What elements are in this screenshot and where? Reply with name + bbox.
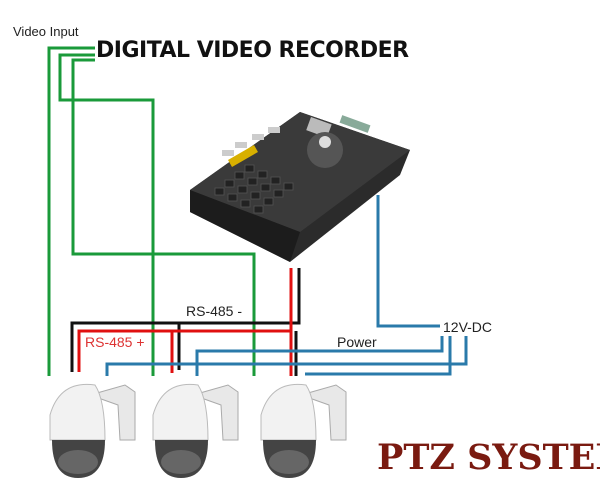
power-wires (105, 195, 468, 376)
dvr-label: DIGITAL VIDEO RECORDER (96, 38, 409, 63)
rs485-minus-wires (70, 268, 301, 376)
rs485-plus-label: RS-485 + (85, 334, 145, 350)
ptz-keyboard-controller (190, 112, 410, 262)
ptz-camera-3 (260, 383, 347, 478)
ptz-camera-2 (152, 383, 239, 478)
rs485-plus-wires (77, 268, 293, 376)
12v-dc-label: 12V-DC (443, 319, 493, 335)
ptz-camera-1 (49, 383, 136, 478)
rs485-minus-label: RS-485 - (186, 303, 243, 319)
ptz-system-title: PTZ SYSTEM (377, 437, 600, 478)
power-label: Power (337, 334, 377, 350)
video-input-label: Video Input (13, 24, 79, 39)
video-wires (47, 46, 256, 376)
